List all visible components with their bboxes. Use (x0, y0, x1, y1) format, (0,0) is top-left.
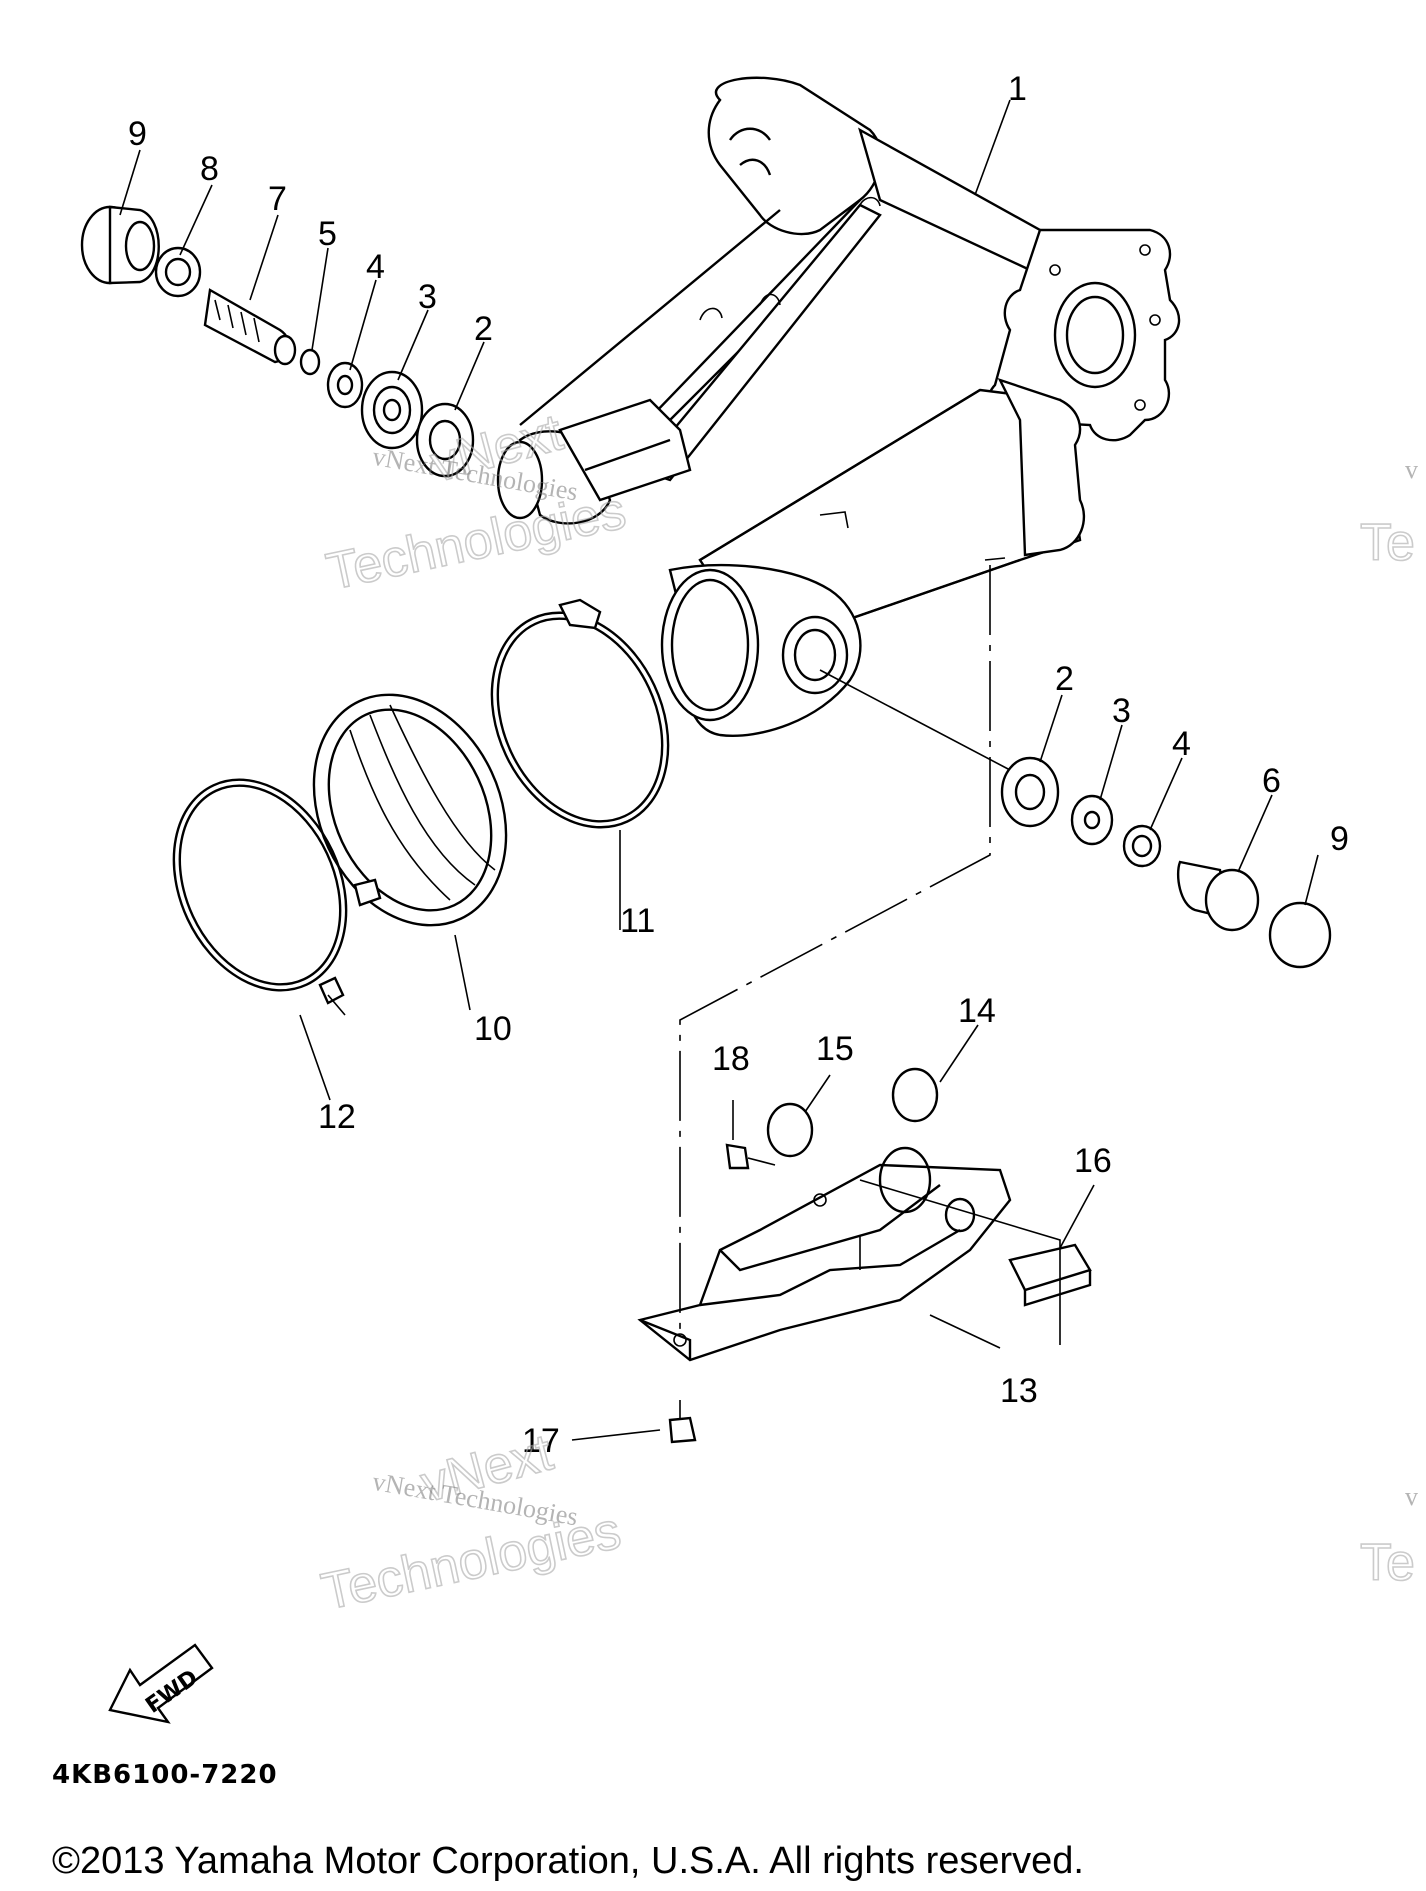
callout-7: 7 (268, 180, 287, 218)
callout-12: 12 (318, 1098, 356, 1136)
right-pivot-parts (819, 669, 1332, 969)
callout-6: 6 (1262, 762, 1281, 800)
callout-1: 1 (1008, 70, 1027, 108)
callout-4-right: 4 (1172, 725, 1191, 763)
watermark-big-bottom-2: Technologies (317, 1502, 626, 1622)
callout-8: 8 (200, 150, 219, 188)
callout-9-right: 9 (1330, 820, 1349, 858)
callout-15: 15 (816, 1030, 854, 1068)
callout-5: 5 (318, 215, 337, 253)
watermark-edge-small-1: v (1405, 455, 1418, 484)
guard-assembly (637, 1067, 1092, 1444)
callout-2-right: 2 (1055, 660, 1074, 698)
callout-16: 16 (1074, 1142, 1112, 1180)
callout-11: 11 (620, 902, 655, 940)
watermark-big-bottom-1: Technologies (322, 482, 631, 602)
diagram-part-number: 4KB6100-7220 (52, 1760, 278, 1790)
callout-3-left: 3 (418, 278, 437, 316)
left-pivot-parts (80, 205, 475, 478)
callout-2-left: 2 (474, 310, 493, 348)
boot-and-bands (172, 598, 670, 1016)
callout-10: 10 (474, 1010, 512, 1048)
callout-17: 17 (522, 1422, 560, 1460)
callout-3-right: 3 (1112, 692, 1131, 730)
callout-4-left: 4 (366, 248, 385, 286)
watermark-edge-big-1: Te (1360, 514, 1415, 572)
callout-9-left: 9 (128, 115, 147, 153)
leader-lines (119, 99, 1319, 1441)
fwd-arrow-icon: FWD (108, 1643, 214, 1724)
callout-13: 13 (1000, 1372, 1038, 1410)
callout-14: 14 (958, 992, 996, 1030)
swingarm (496, 76, 1181, 737)
callout-labels: 1 9 8 7 5 4 3 2 2 3 4 6 9 11 10 12 14 15… (128, 70, 1349, 1460)
callout-18: 18 (712, 1040, 750, 1078)
watermark-edge-small-2: v (1405, 1482, 1418, 1511)
watermark-edge-big-2: Te (1360, 1534, 1415, 1592)
copyright-notice: ©2013 Yamaha Motor Corporation, U.S.A. A… (52, 1840, 1084, 1882)
